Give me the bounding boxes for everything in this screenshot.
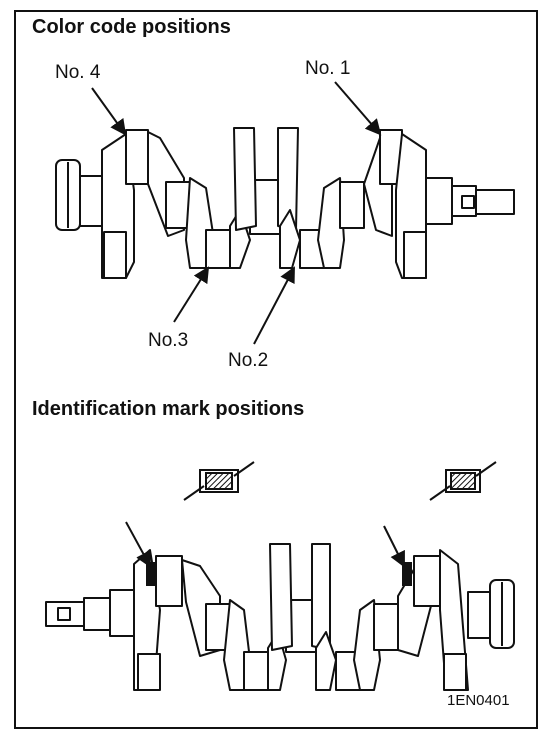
- label-no4: No. 4: [55, 62, 101, 83]
- crankshaft-top: [55, 127, 515, 279]
- crankshaft-bottom: [45, 543, 515, 691]
- identification-arrows: [125, 521, 405, 568]
- heading-color-code: Color code positions: [32, 16, 231, 38]
- label-no3: No.3: [148, 330, 189, 351]
- figure-code: 1EN0401: [447, 692, 510, 709]
- label-no2: No.2: [228, 350, 269, 371]
- identification-mark-symbols: [183, 461, 497, 501]
- label-no1: No. 1: [305, 58, 351, 79]
- color-code-arrows: [91, 81, 382, 345]
- identification-marks: [146, 562, 412, 586]
- heading-identification-marks: Identification mark positions: [32, 398, 305, 420]
